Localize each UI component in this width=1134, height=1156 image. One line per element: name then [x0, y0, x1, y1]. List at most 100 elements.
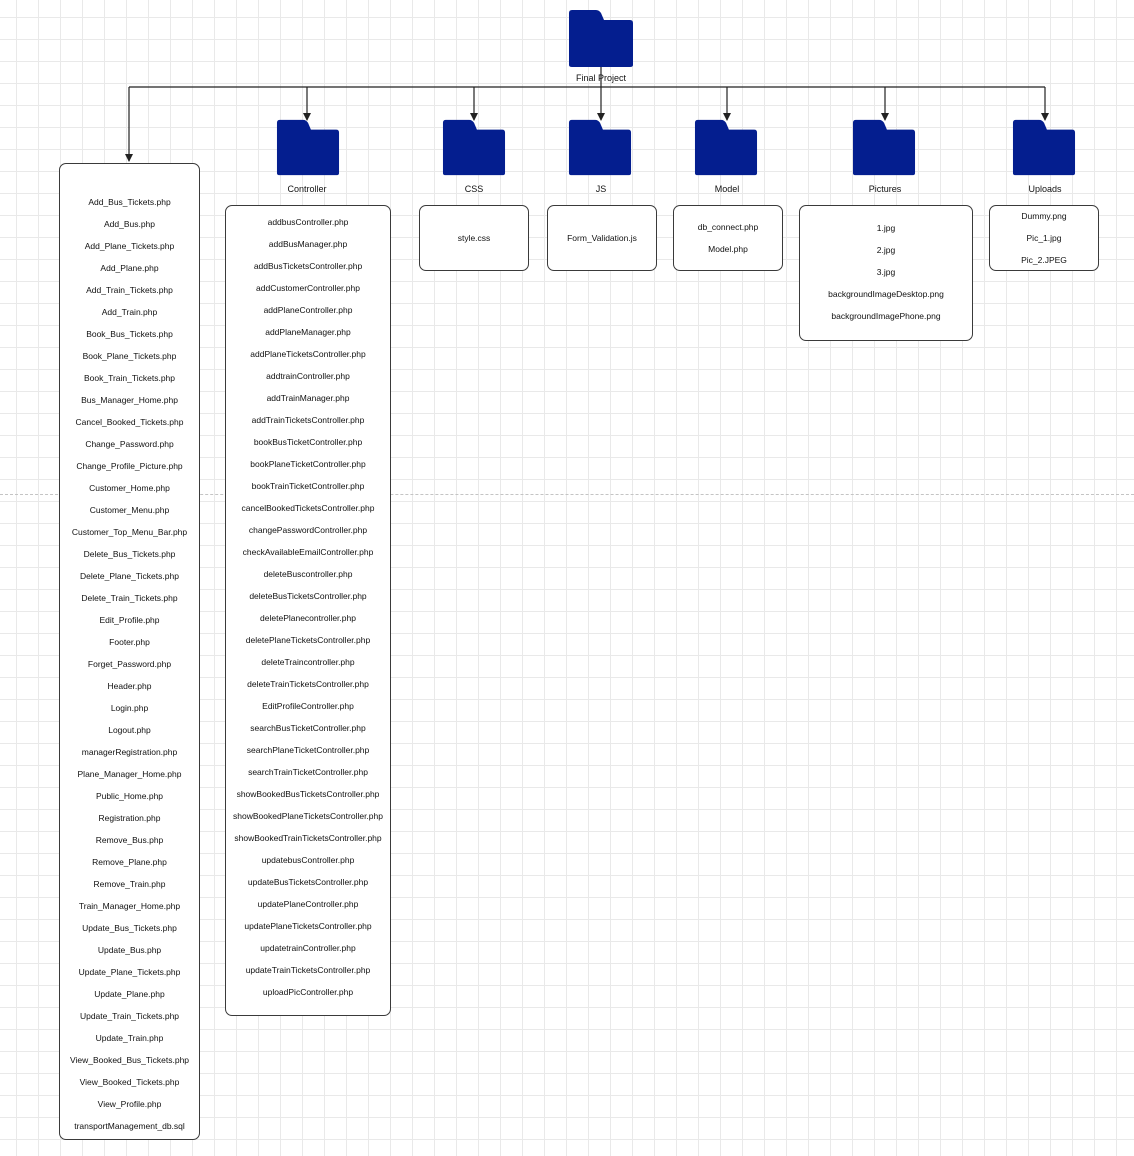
file-item[interactable]: deleteBuscontroller.php [263, 569, 353, 579]
model-folder-icon[interactable] [694, 119, 758, 182]
file-item[interactable]: addbusController.php [267, 217, 349, 227]
file-item[interactable]: Book_Bus_Tickets.php [86, 329, 173, 339]
file-item[interactable]: searchBusTicketController.php [250, 723, 366, 733]
file-item[interactable]: addCustomerController.php [256, 283, 360, 293]
file-item[interactable]: Cancel_Booked_Tickets.php [75, 417, 184, 427]
file-item[interactable]: addTrainTicketsController.php [251, 415, 365, 425]
file-item[interactable]: Remove_Train.php [93, 879, 166, 889]
file-item[interactable]: transportManagement_db.sql [74, 1121, 185, 1131]
file-item[interactable]: Plane_Manager_Home.php [77, 769, 182, 779]
file-item[interactable]: addTrainManager.php [266, 393, 350, 403]
pictures-file-list: 1.jpg 2.jpg 3.jpg backgroundImageDesktop.pn… [799, 205, 973, 341]
file-item[interactable]: View_Booked_Tickets.php [79, 1077, 180, 1087]
file-item[interactable]: View_Booked_Bus_Tickets.php [69, 1055, 190, 1065]
uploads-folder-icon[interactable] [1012, 119, 1076, 182]
file-item[interactable]: Change_Profile_Picture.php [76, 461, 183, 471]
file-item[interactable]: checkAvailableEmailController.php [242, 547, 374, 557]
file-item[interactable]: bookBusTicketController.php [253, 437, 363, 447]
file-item[interactable]: cancelBookedTicketsController.php [241, 503, 375, 513]
file-item[interactable]: deleteTraincontroller.php [261, 657, 355, 667]
file-item[interactable]: showBookedPlaneTicketsController.php [233, 811, 383, 821]
pictures-folder-label: Pictures [868, 184, 902, 194]
file-item[interactable]: Footer.php [109, 637, 150, 647]
file-item[interactable]: Add_Train.php [101, 307, 158, 317]
file-item[interactable]: updatebusController.php [261, 855, 355, 865]
file-item[interactable]: Add_Plane_Tickets.php [84, 241, 175, 251]
file-item[interactable]: backgroundImageDesktop.png [828, 289, 944, 299]
file-item[interactable]: Customer_Home.php [89, 483, 170, 493]
file-item[interactable]: addPlaneTicketsController.php [250, 349, 366, 359]
file-item[interactable]: Delete_Train_Tickets.php [81, 593, 178, 603]
file-item[interactable]: Delete_Plane_Tickets.php [80, 571, 179, 581]
file-item[interactable]: updatePlaneController.php [257, 899, 359, 909]
file-item[interactable]: db_connect.php [697, 222, 759, 232]
file-item[interactable]: updatePlaneTicketsController.php [244, 921, 372, 931]
css-folder-icon[interactable] [442, 119, 506, 182]
file-item[interactable]: Delete_Bus_Tickets.php [83, 549, 176, 559]
file-item[interactable]: addBusTicketsController.php [253, 261, 363, 271]
pictures-folder-icon[interactable] [852, 119, 916, 182]
file-item[interactable]: searchPlaneTicketController.php [246, 745, 370, 755]
file-item[interactable]: Update_Bus_Tickets.php [82, 923, 177, 933]
file-item[interactable]: EditProfileController.php [262, 701, 354, 711]
file-item[interactable]: bookPlaneTicketController.php [250, 459, 366, 469]
file-item[interactable]: deleteBusTicketsController.php [249, 591, 367, 601]
file-item[interactable]: Change_Password.php [85, 439, 174, 449]
file-item[interactable]: Pic_1.jpg [1026, 233, 1062, 243]
controller-folder-icon[interactable] [276, 119, 340, 182]
file-item[interactable]: searchTrainTicketController.php [248, 767, 368, 777]
file-item[interactable]: Dummy.png [1021, 211, 1067, 221]
file-item[interactable]: Customer_Top_Menu_Bar.php [71, 527, 188, 537]
file-item[interactable]: Update_Plane.php [94, 989, 165, 999]
file-item[interactable]: Login.php [110, 703, 149, 713]
file-item[interactable]: Pic_2.JPEG [1021, 255, 1067, 265]
file-item[interactable]: Edit_Profile.php [99, 615, 160, 625]
file-item[interactable]: Forget_Password.php [87, 659, 172, 669]
file-item[interactable]: Model.php [708, 244, 748, 254]
file-item[interactable]: addPlaneManager.php [265, 327, 351, 337]
file-item[interactable]: changePasswordController.php [248, 525, 368, 535]
file-item[interactable]: Update_Train.php [95, 1033, 164, 1043]
file-item[interactable]: Logout.php [108, 725, 151, 735]
file-item[interactable]: Add_Bus.php [103, 219, 156, 229]
file-item[interactable]: Book_Plane_Tickets.php [82, 351, 177, 361]
file-item[interactable]: Remove_Plane.php [92, 857, 167, 867]
file-item[interactable]: uploadPicController.php [262, 987, 354, 997]
file-item[interactable]: Train_Manager_Home.php [78, 901, 181, 911]
file-item[interactable]: updateTrainTicketsController.php [245, 965, 371, 975]
file-item[interactable]: 3.jpg [876, 267, 896, 277]
file-item[interactable]: Update_Bus.php [97, 945, 162, 955]
file-item[interactable]: Add_Bus_Tickets.php [88, 197, 171, 207]
file-item[interactable]: Bus_Manager_Home.php [81, 395, 178, 405]
file-item[interactable]: deletePlaneTicketsController.php [245, 635, 371, 645]
file-item[interactable]: deletePlanecontroller.php [260, 613, 356, 623]
file-item[interactable]: Registration.php [98, 813, 161, 823]
js-folder-icon[interactable] [568, 119, 632, 182]
file-item[interactable]: showBookedBusTicketsController.php [236, 789, 380, 799]
file-item[interactable]: Add_Train_Tickets.php [86, 285, 173, 295]
file-item[interactable]: showBookedTrainTicketsController.php [234, 833, 382, 843]
file-item[interactable]: deleteTrainTicketsController.php [247, 679, 369, 689]
file-item[interactable]: Form_Validation.js [567, 233, 637, 243]
file-item[interactable]: 2.jpg [876, 245, 896, 255]
file-item[interactable]: Update_Plane_Tickets.php [78, 967, 181, 977]
file-item[interactable]: updateBusTicketsController.php [247, 877, 369, 887]
file-item[interactable]: addtrainController.php [266, 371, 350, 381]
file-item[interactable]: Remove_Bus.php [95, 835, 164, 845]
file-item[interactable]: Update_Train_Tickets.php [79, 1011, 180, 1021]
file-item[interactable]: backgroundImagePhone.png [831, 311, 941, 321]
file-item[interactable]: Customer_Menu.php [89, 505, 170, 515]
file-item[interactable]: Header.php [107, 681, 152, 691]
file-item[interactable]: Public_Home.php [95, 791, 164, 801]
file-item[interactable]: 1.jpg [876, 223, 896, 233]
root-folder-icon[interactable] [568, 10, 634, 73]
file-item[interactable]: style.css [457, 233, 491, 243]
file-item[interactable]: Book_Train_Tickets.php [83, 373, 176, 383]
file-item[interactable]: bookTrainTicketController.php [251, 481, 365, 491]
file-item[interactable]: addPlaneController.php [263, 305, 353, 315]
file-item[interactable]: Add_Plane.php [100, 263, 159, 273]
file-item[interactable]: managerRegistration.php [81, 747, 178, 757]
file-item[interactable]: View_Profile.php [97, 1099, 162, 1109]
file-item[interactable]: updatetrainController.php [260, 943, 356, 953]
file-item[interactable]: addBusManager.php [268, 239, 348, 249]
